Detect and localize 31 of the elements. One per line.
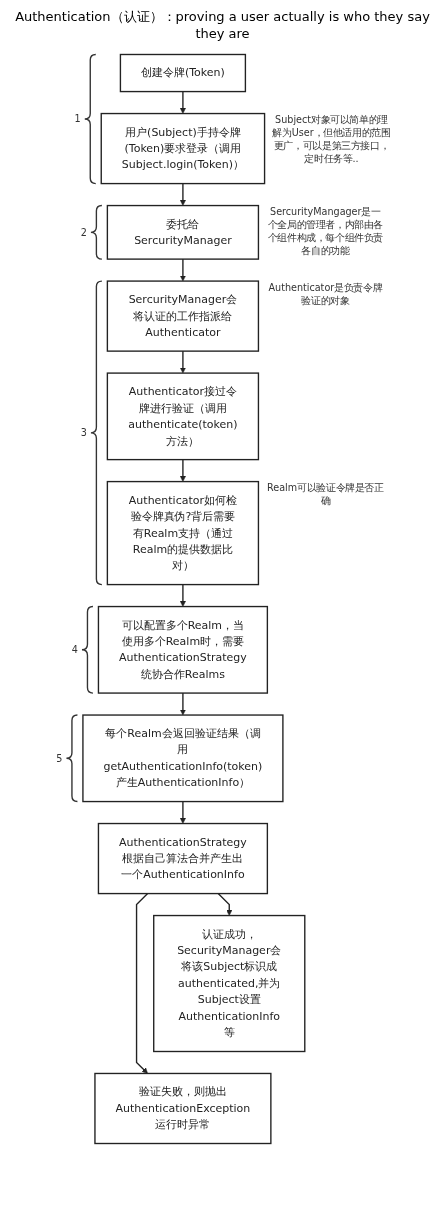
node-box: 用户(Subject)手持令牌(Token)要求登录（调用Subject.login(Token)）	[100, 112, 266, 185]
note-text: Realm可以验证令牌是否正确	[266, 481, 385, 508]
node-box: SercurityManager会将认证的工作指派给Authenticator	[106, 280, 260, 352]
arrow	[179, 583, 186, 607]
step-number: 3	[80, 427, 87, 439]
note-text: Authenticator是负责令牌验证的对象	[267, 281, 384, 308]
note-text: SercurityMangager是一个全局的管理者，内部由各个组件构成，每个组件负责各自的功能	[266, 205, 385, 258]
step-number: 1	[74, 113, 81, 125]
arrow	[179, 350, 186, 374]
arrow	[179, 90, 186, 114]
arrow	[135, 892, 149, 1074]
node-box: 可以配置多个Realm，当使用多个Realm时，需要AuthenticationStrategy统协合作Realms	[97, 605, 269, 694]
node-box: 认证成功，SecurityManager会将该Subject标识成authenticated,并为Subject设置AuthenticationInfo等	[153, 914, 306, 1053]
step-number: 5	[56, 752, 63, 764]
arrow	[217, 892, 233, 916]
node-box: 委托给SercurityManager	[106, 204, 260, 260]
arrow	[179, 458, 186, 482]
arrow	[179, 182, 186, 206]
node-box: AuthenticationStrategy根据自己算法合并产生出一个AuthenticationInfo	[97, 822, 269, 895]
step-number: 4	[71, 644, 78, 656]
node-box: 验证失败，则抛出AuthenticationException运行时异常	[94, 1072, 272, 1145]
arrow	[179, 258, 186, 282]
diagram-title: Authentication（认证）：proving a user actually is who they say they are	[14, 8, 431, 43]
node-box: Authenticator如何检验令牌真伪?背后需要有Realm支持（通过Realm的提供数据比对）	[106, 480, 260, 586]
node-box: 每个Realm会返回验证结果（调用getAuthenticationInfo(token)产生AuthenticationInfo）	[82, 714, 284, 803]
step-number: 2	[80, 226, 87, 238]
node-box: Authenticator接过令牌进行验证（调用authenticate(token)方法）	[106, 372, 260, 461]
node-box: 创建令牌(Token)	[119, 53, 247, 93]
arrow	[179, 692, 186, 716]
note-text: Subject对象可以简单的理解为User，但他适用的范围更广，可以是第三方接口，定时任务等..	[271, 113, 392, 166]
arrow	[179, 800, 186, 824]
